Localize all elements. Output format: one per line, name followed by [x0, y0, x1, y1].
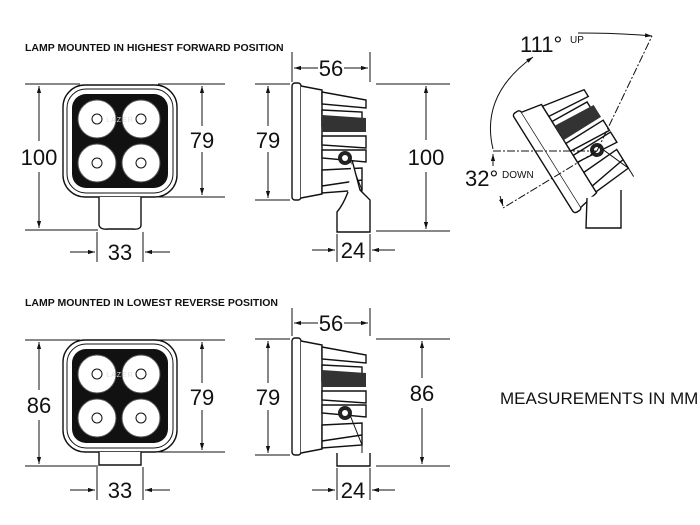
angle-up-label: UP — [570, 35, 584, 46]
bottom-section-title: LAMP MOUNTED IN LOWEST REVERSE POSITION — [25, 297, 278, 309]
angle-down-value: 32° — [465, 166, 498, 191]
dim-total-height-side: 100 — [408, 145, 445, 170]
mount-bracket-tilt — [585, 190, 622, 229]
bottom-side-dimensions: 56 79 86 24 — [255, 308, 450, 503]
dim-lamp-height: 79 — [190, 128, 214, 153]
dim-bracket-width: 33 — [108, 478, 132, 503]
tilt-view: 111° UP 32° DOWN — [465, 32, 653, 229]
top-front-dimensions: 100 79 33 — [21, 84, 225, 265]
dim-lamp-height-side: 79 — [256, 128, 280, 153]
top-section-title: LAMP MOUNTED IN HIGHEST FORWARD POSITION — [25, 42, 284, 54]
mount-bracket-side — [336, 159, 371, 233]
dim-bracket-width: 33 — [108, 240, 132, 265]
dim-total-height: 86 — [27, 393, 51, 418]
dim-total-height-side: 86 — [410, 381, 434, 406]
angle-down-label: DOWN — [502, 170, 534, 181]
bottom-front-dimensions: 86 79 33 — [25, 340, 225, 503]
angle-up-value: 111° — [520, 32, 562, 57]
dim-lamp-height-side: 79 — [256, 385, 280, 410]
dim-lamp-height: 79 — [190, 385, 214, 410]
dim-bracket-depth: 24 — [341, 238, 365, 263]
lazer-logo: LAZER — [106, 117, 134, 124]
dim-depth: 56 — [319, 311, 343, 336]
dim-total-height: 100 — [21, 145, 58, 170]
top-front-view: LAZER — [62, 84, 178, 230]
measurement-note: MEASUREMENTS IN MM — [500, 389, 698, 408]
mount-bracket — [98, 452, 142, 466]
top-side-dimensions: 56 79 100 24 — [255, 52, 450, 263]
dim-depth: 56 — [319, 56, 343, 81]
dim-bracket-depth: 24 — [341, 478, 365, 503]
bottom-front-view: LAZER — [62, 339, 178, 466]
bottom-side-view — [291, 337, 371, 467]
mount-bracket-side — [336, 453, 371, 467]
lazer-logo: LAZER — [106, 372, 134, 379]
top-side-view — [291, 82, 371, 233]
mount-bracket — [98, 197, 142, 230]
